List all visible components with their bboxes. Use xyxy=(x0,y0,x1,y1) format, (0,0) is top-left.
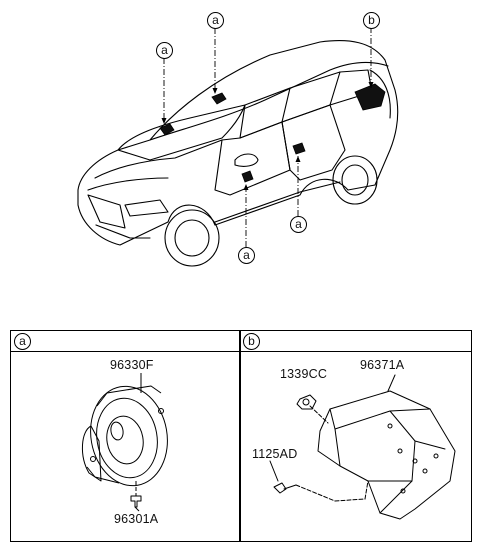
side-windows xyxy=(239,69,373,139)
vehicle-illustration xyxy=(77,27,399,267)
speaker-frame xyxy=(90,385,168,487)
panel-b-label: b xyxy=(243,333,260,350)
front-door-speaker-mark xyxy=(241,170,254,183)
speaker-dustcap xyxy=(110,421,124,441)
front-door-speaker-callout: a xyxy=(156,42,173,59)
rear-door xyxy=(281,104,346,181)
panel-a-label: a xyxy=(14,333,31,350)
cargo-woofer-mark xyxy=(354,83,386,111)
front-wheel xyxy=(164,209,220,267)
bolt-part-number: 1125AD xyxy=(252,447,298,461)
door-speaker-illustration xyxy=(82,373,168,512)
woofer-part-number: 96371A xyxy=(360,358,405,372)
detail-panel-b: b 1339CC 96371A 1125AD xyxy=(239,330,472,542)
side-mirror xyxy=(234,153,259,167)
rear-hatch xyxy=(369,69,391,119)
b-pillar xyxy=(281,87,291,123)
lower-front-door-callout: a xyxy=(238,247,255,264)
speaker-part-number: 96330F xyxy=(110,358,154,372)
screw-part-number: 96301A xyxy=(114,512,159,526)
rear-wheel xyxy=(332,155,378,205)
hood-edge xyxy=(87,177,169,191)
vehicle-body-outline xyxy=(77,40,399,246)
windshield xyxy=(117,104,246,161)
c-pillar xyxy=(329,71,341,106)
rear-door-speaker-mark xyxy=(292,142,306,155)
roof-line xyxy=(149,61,389,141)
nut-part-number: 1339CC xyxy=(280,367,328,381)
dash-speaker-mark xyxy=(159,123,175,136)
cargo-woofer-callout: b xyxy=(363,12,380,29)
panel-b-header: b xyxy=(240,331,471,352)
side-sill xyxy=(214,181,341,223)
roof-speaker-mark xyxy=(211,92,227,105)
bolt xyxy=(273,482,287,494)
headlight xyxy=(124,199,169,217)
speaker-cone xyxy=(106,415,144,465)
panel-a-header: a xyxy=(11,331,240,352)
roof-speaker-callout: a xyxy=(207,12,224,29)
front-grille xyxy=(87,194,126,229)
screw xyxy=(130,495,142,508)
fog-area xyxy=(95,224,151,239)
speaker-magnet xyxy=(82,425,102,482)
hood-crease xyxy=(94,139,223,179)
nut xyxy=(296,394,317,410)
detail-panel-a: a 96330F 96301A xyxy=(10,330,241,542)
rear-door-speaker-callout: a xyxy=(290,216,307,233)
woofer-enclosure-illustration xyxy=(269,374,456,520)
